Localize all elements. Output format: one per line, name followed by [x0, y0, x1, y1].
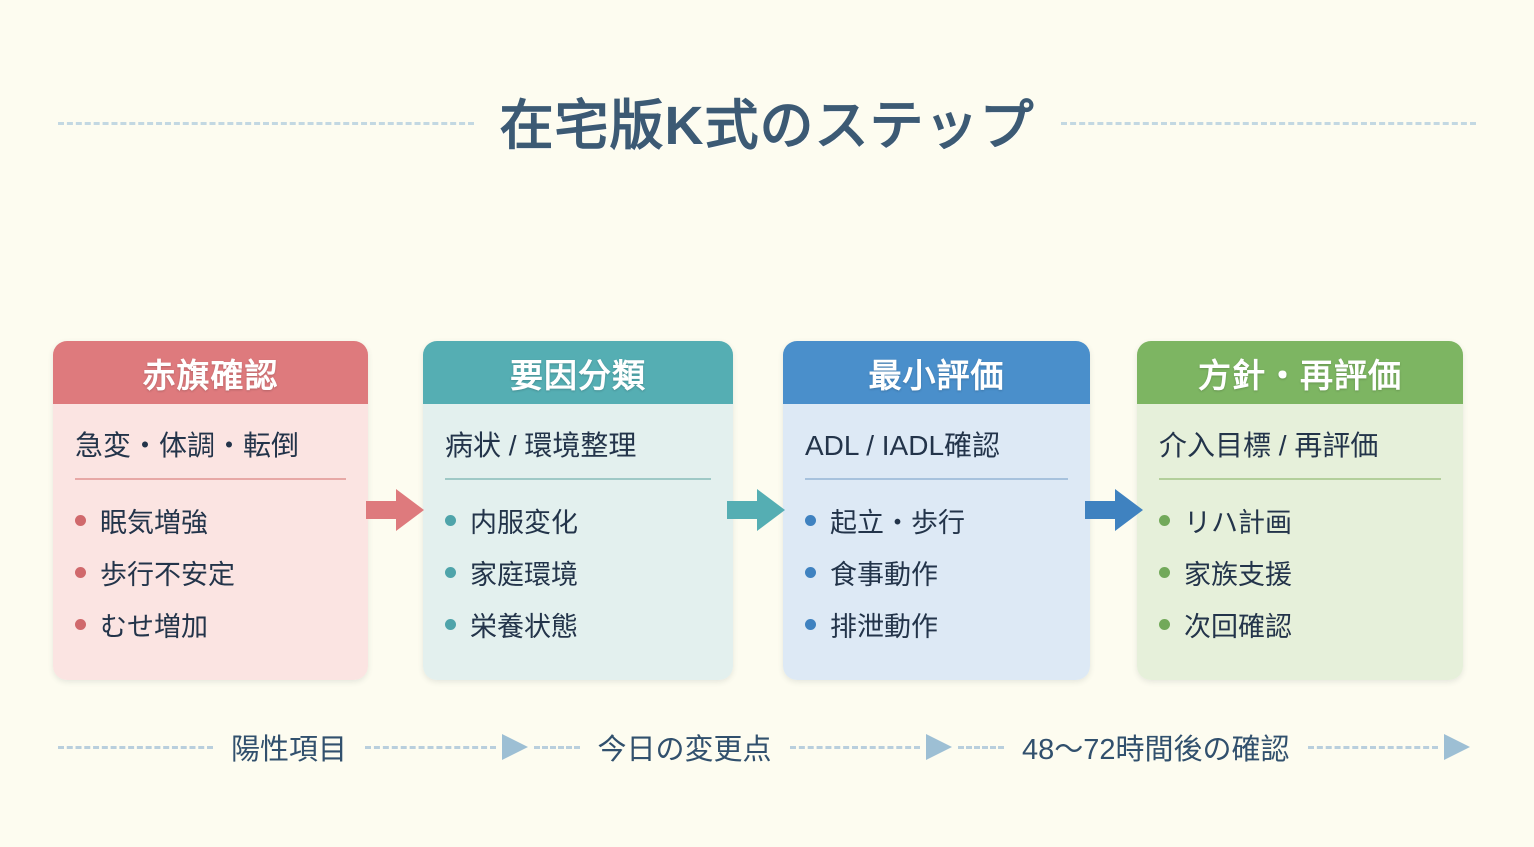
bullet-label: 内服変化	[470, 507, 578, 538]
step-card-4-bullet-list: リハ計画 家族支援 次回確認	[1159, 494, 1441, 650]
steps-row: 赤旗確認 急変・体調・転倒 眠気増強 歩行不安定 むせ増加 要因分類 病状 / …	[0, 341, 1534, 682]
timeline-track: 陽性項目 今日の変更点 48〜72時間後の確認	[0, 718, 1534, 776]
timeline-dash-segment	[365, 745, 496, 749]
step-card-4-divider	[1159, 478, 1441, 480]
timeline-dash-segment	[789, 745, 920, 749]
step-card-1-body: 急変・体調・転倒 眠気増強 歩行不安定 むせ増加	[53, 404, 368, 680]
bullet-label: 歩行不安定	[100, 559, 235, 590]
bullet-dot-icon	[445, 514, 456, 526]
bullet-label: 食事動作	[830, 559, 938, 590]
list-item: 眠気増強	[75, 494, 346, 546]
bullet-label: 眠気増強	[100, 507, 208, 538]
step-card-4-header: 方針・再評価	[1137, 341, 1463, 404]
timeline-label-1: 陽性項目	[231, 734, 348, 766]
step-card-2-header: 要因分類	[423, 341, 733, 404]
step-card-2-bullet-list: 内服変化 家庭環境 栄養状態	[445, 494, 711, 650]
step-card-4-subtitle: 介入目標 / 再評価	[1159, 430, 1379, 461]
bullet-dot-icon	[75, 566, 86, 578]
timeline-label-3: 48〜72時間後の確認	[1022, 734, 1290, 766]
step-card-4[interactable]: 方針・再評価 介入目標 / 再評価 リハ計画 家族支援 次回確認	[1137, 341, 1463, 680]
timeline-arrow-icon	[1444, 732, 1470, 762]
bullet-label: 起立・歩行	[830, 507, 965, 538]
step-card-3-body: ADL / IADL確認 起立・歩行 食事動作 排泄動作	[783, 404, 1090, 680]
page-title: 在宅版K式のステップ	[499, 95, 1035, 156]
title-rule-right	[1060, 121, 1476, 125]
step-card-1-subtitle: 急変・体調・転倒	[75, 430, 300, 461]
bullet-dot-icon	[805, 566, 816, 578]
timeline-dash-segment	[1307, 745, 1438, 749]
list-item: むせ増加	[75, 598, 346, 650]
bullet-label: 排泄動作	[830, 611, 938, 642]
step-card-2-body: 病状 / 環境整理 内服変化 家庭環境 栄養状態	[423, 404, 733, 680]
bullet-dot-icon	[75, 514, 86, 526]
bullet-label: リハ計画	[1184, 507, 1292, 538]
bullet-label: 家庭環境	[470, 559, 578, 590]
step-card-4-body: 介入目標 / 再評価 リハ計画 家族支援 次回確認	[1137, 404, 1463, 680]
bullet-dot-icon	[1159, 514, 1170, 526]
bullet-label: 栄養状態	[470, 611, 578, 642]
list-item: 起立・歩行	[805, 494, 1068, 546]
step-card-3-header: 最小評価	[783, 341, 1090, 404]
bullet-dot-icon	[1159, 566, 1170, 578]
step-card-3-divider	[805, 478, 1068, 480]
arrow-step2-to-step3-icon	[727, 487, 785, 533]
step-card-1-header: 赤旗確認	[53, 341, 368, 404]
step-card-2[interactable]: 要因分類 病状 / 環境整理 内服変化 家庭環境 栄養状態	[423, 341, 733, 680]
page-header: 在宅版K式のステップ	[0, 78, 1534, 162]
step-card-1-divider	[75, 478, 346, 480]
arrow-step1-to-step2-icon	[366, 487, 424, 533]
arrow-step3-to-step4-icon	[1085, 487, 1143, 533]
step-card-1[interactable]: 赤旗確認 急変・体調・転倒 眠気増強 歩行不安定 むせ増加	[53, 341, 368, 680]
bullet-label: 次回確認	[1184, 611, 1292, 642]
bullet-dot-icon	[75, 618, 86, 630]
timeline-arrow-icon	[926, 732, 952, 762]
bullet-dot-icon	[445, 566, 456, 578]
list-item: 栄養状態	[445, 598, 711, 650]
step-card-1-bullet-list: 眠気増強 歩行不安定 むせ増加	[75, 494, 346, 650]
bullet-dot-icon	[1159, 618, 1170, 630]
step-card-2-divider	[445, 478, 711, 480]
bullet-label: むせ増加	[100, 611, 208, 642]
timeline-arrow-icon	[501, 732, 528, 762]
list-item: 排泄動作	[805, 598, 1068, 650]
timeline-dash-segment	[533, 745, 580, 749]
bullet-label: 家族支援	[1184, 559, 1292, 590]
timeline-dash-segment	[958, 745, 1004, 749]
bullet-dot-icon	[805, 514, 816, 526]
list-item: 家庭環境	[445, 546, 711, 598]
bullet-dot-icon	[805, 618, 816, 630]
timeline-label-2: 今日の変更点	[597, 734, 772, 766]
step-card-3[interactable]: 最小評価 ADL / IADL確認 起立・歩行 食事動作 排泄動作	[783, 341, 1090, 680]
step-card-2-subtitle: 病状 / 環境整理	[445, 430, 637, 461]
list-item: リハ計画	[1159, 494, 1441, 546]
list-item: 内服変化	[445, 494, 711, 546]
list-item: 次回確認	[1159, 598, 1441, 650]
list-item: 歩行不安定	[75, 546, 346, 598]
list-item: 食事動作	[805, 546, 1068, 598]
title-rule-left	[58, 121, 474, 125]
timeline-dash-segment	[58, 745, 213, 749]
bullet-dot-icon	[445, 618, 456, 630]
list-item: 家族支援	[1159, 546, 1441, 598]
step-card-3-subtitle: ADL / IADL確認	[805, 430, 1001, 461]
step-card-3-bullet-list: 起立・歩行 食事動作 排泄動作	[805, 494, 1068, 650]
